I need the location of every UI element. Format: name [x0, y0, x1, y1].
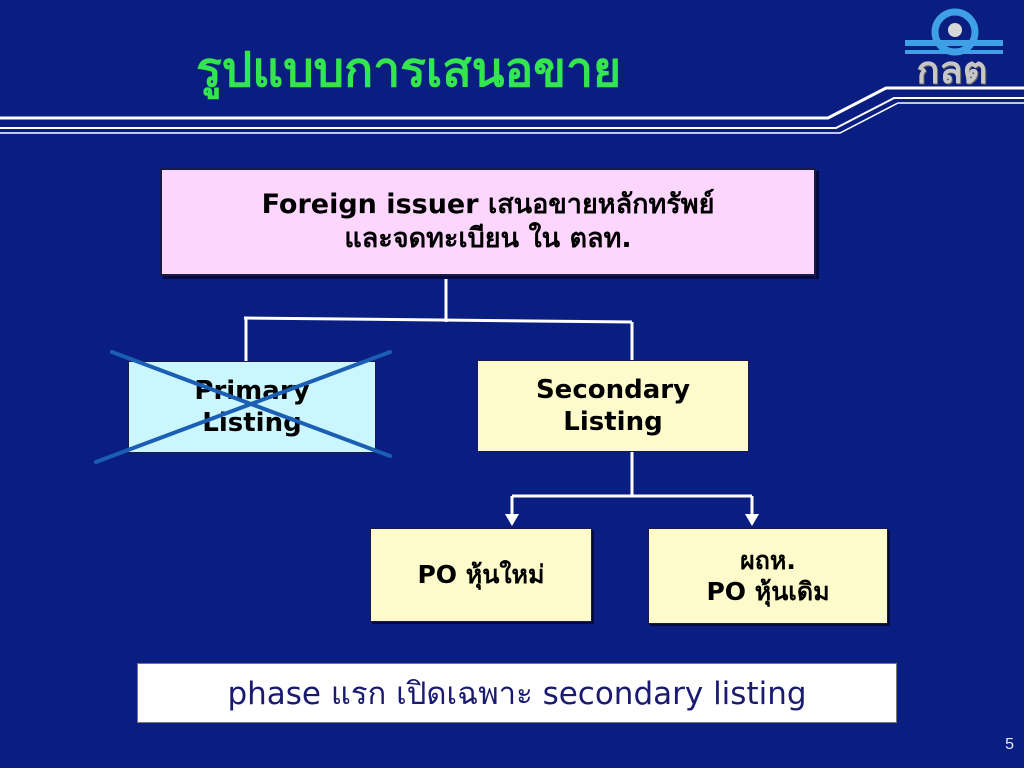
secondary-line-2: Listing: [563, 407, 663, 437]
root-line-1: Foreign issuer เสนอขายหลักทรัพย์: [262, 188, 715, 222]
root-line-1-en: Foreign issuer: [261, 189, 479, 221]
header-divider: [0, 86, 1024, 134]
po-new-shares-box: PO หุ้นใหม่: [370, 528, 592, 622]
page-number: 5: [1005, 736, 1014, 753]
primary-line-2: Listing: [202, 408, 302, 438]
secondary-listing-box: Secondary Listing: [477, 360, 749, 452]
po-old-line-1: ผถห.: [740, 545, 796, 575]
phase-note-text: phase แรก เปิดเฉพาะ secondary listing: [227, 676, 807, 712]
phase-note-box: phase แรก เปิดเฉพาะ secondary listing: [137, 663, 897, 723]
arrow-heads: [505, 514, 759, 526]
primary-line-1: Primary: [194, 375, 310, 406]
root-line-1-th: เสนอขายหลักทรัพย์: [487, 189, 715, 221]
root-line-2: และจดทะเบียน ใน ตลท.: [344, 223, 632, 254]
arrow-down-icon: [745, 514, 759, 526]
tree-connectors: [243, 276, 754, 516]
po-new-label: PO หุ้นใหม่: [417, 560, 545, 590]
sec-logo-text: กลต: [916, 48, 988, 92]
logo-emblem-icon: [905, 8, 1003, 56]
po-existing-shares-box: ผถห. PO หุ้นเดิม: [648, 528, 888, 624]
root-box-foreign-issuer: Foreign issuer เสนอขายหลักทรัพย์ และจดทะ…: [160, 168, 816, 276]
page-title: รูปแบบการเสนอขาย: [196, 42, 622, 98]
arrow-down-icon: [505, 514, 519, 526]
primary-listing-box: Primary Listing: [128, 361, 376, 453]
po-old-line-2: PO หุ้นเดิม: [706, 577, 830, 606]
secondary-line-1: Secondary: [535, 374, 691, 405]
